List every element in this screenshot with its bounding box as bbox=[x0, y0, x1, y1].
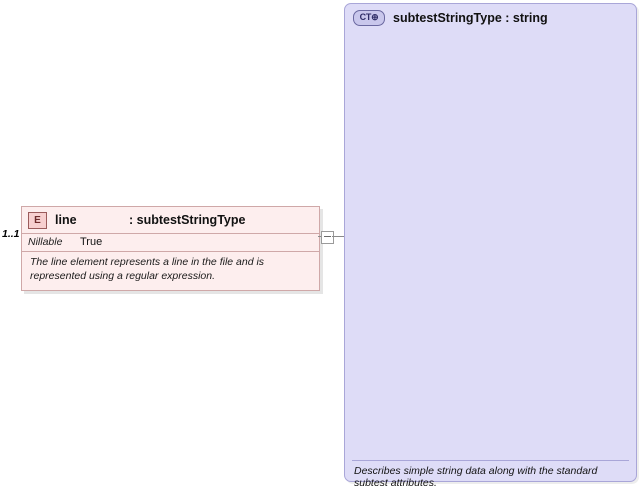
complex-type-description: Describes simple string data along with … bbox=[354, 465, 598, 489]
plus-icon: ⊕ bbox=[371, 12, 379, 22]
element-name: line bbox=[55, 213, 77, 227]
element-documentation: The line element represents a line in th… bbox=[30, 256, 265, 282]
element-facet-label: Nillable bbox=[28, 236, 63, 248]
element-box-line[interactable]: E line : subtestStringType Nillable True… bbox=[21, 206, 320, 291]
complex-type-title: subtestStringType : string bbox=[393, 11, 548, 25]
complex-type-container[interactable]: CT⊕ subtestStringType : string AG <Ref> … bbox=[344, 3, 637, 489]
multiplicity-label: 1..1 bbox=[2, 228, 20, 240]
complex-type-separator bbox=[352, 460, 629, 461]
element-icon: E bbox=[28, 211, 47, 229]
complex-type-icon-label: CT bbox=[359, 12, 372, 22]
complex-type-icon: CT⊕ bbox=[353, 10, 385, 26]
element-type: : subtestStringType bbox=[129, 213, 246, 227]
complex-type-header: CT⊕ subtestStringType : string bbox=[353, 10, 548, 26]
element-facet-row: Nillable True bbox=[22, 234, 319, 252]
element-facet-value: True bbox=[80, 236, 103, 248]
collapse-toggle-icon[interactable] bbox=[321, 231, 334, 244]
element-header: E line : subtestStringType bbox=[22, 207, 319, 234]
connector-line-left bbox=[318, 236, 323, 237]
